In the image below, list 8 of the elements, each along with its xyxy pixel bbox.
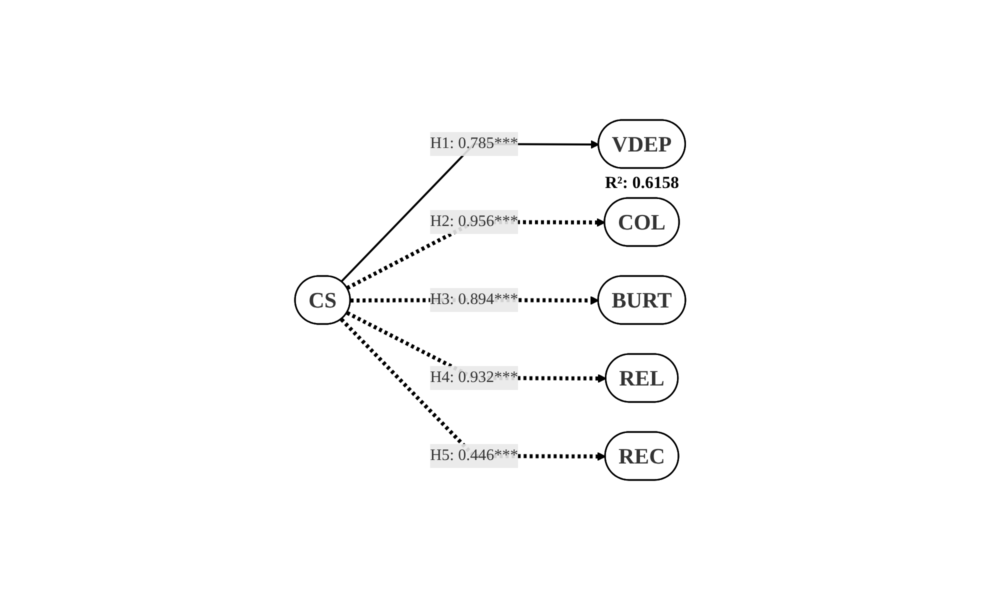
node-caption: R²: 0.6158 bbox=[605, 173, 680, 194]
edge-label: H2: 0.956*** bbox=[430, 212, 518, 230]
edge-label: H1: 0.785*** bbox=[430, 134, 518, 152]
arrow bbox=[340, 317, 606, 460]
edge-label: H4: 0.932*** bbox=[430, 368, 518, 386]
arrow bbox=[340, 140, 600, 282]
edge-label: H3: 0.894*** bbox=[430, 290, 518, 308]
edge-label: H5: 0.446*** bbox=[430, 446, 518, 464]
